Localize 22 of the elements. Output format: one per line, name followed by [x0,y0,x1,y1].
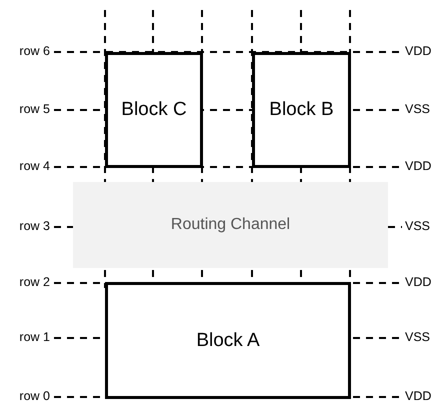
row-label: row 0 [19,389,50,403]
row-label: row 4 [19,159,50,173]
row-label: row 2 [19,275,50,289]
rail-label: VDD [405,159,432,173]
row-label: row 6 [19,44,50,58]
rail-label: VSS [405,219,430,233]
rail-label: VDD [405,389,432,403]
row-label: row 5 [19,102,50,116]
block-box [105,52,203,168]
block-label: Block C [121,99,187,121]
routing-channel [73,182,388,268]
block-label: Routing Channel [170,216,290,234]
block-label: Block B [269,99,334,121]
rail-label: VDD [405,275,432,289]
row-label: row 1 [19,330,50,344]
rail-label: VSS [405,102,430,116]
block-box [105,282,351,399]
rail-label: VSS [405,330,430,344]
rail-label: VDD [405,44,432,58]
row-label: row 3 [19,219,50,233]
block-label: Block A [196,330,260,352]
block-box [252,52,351,168]
